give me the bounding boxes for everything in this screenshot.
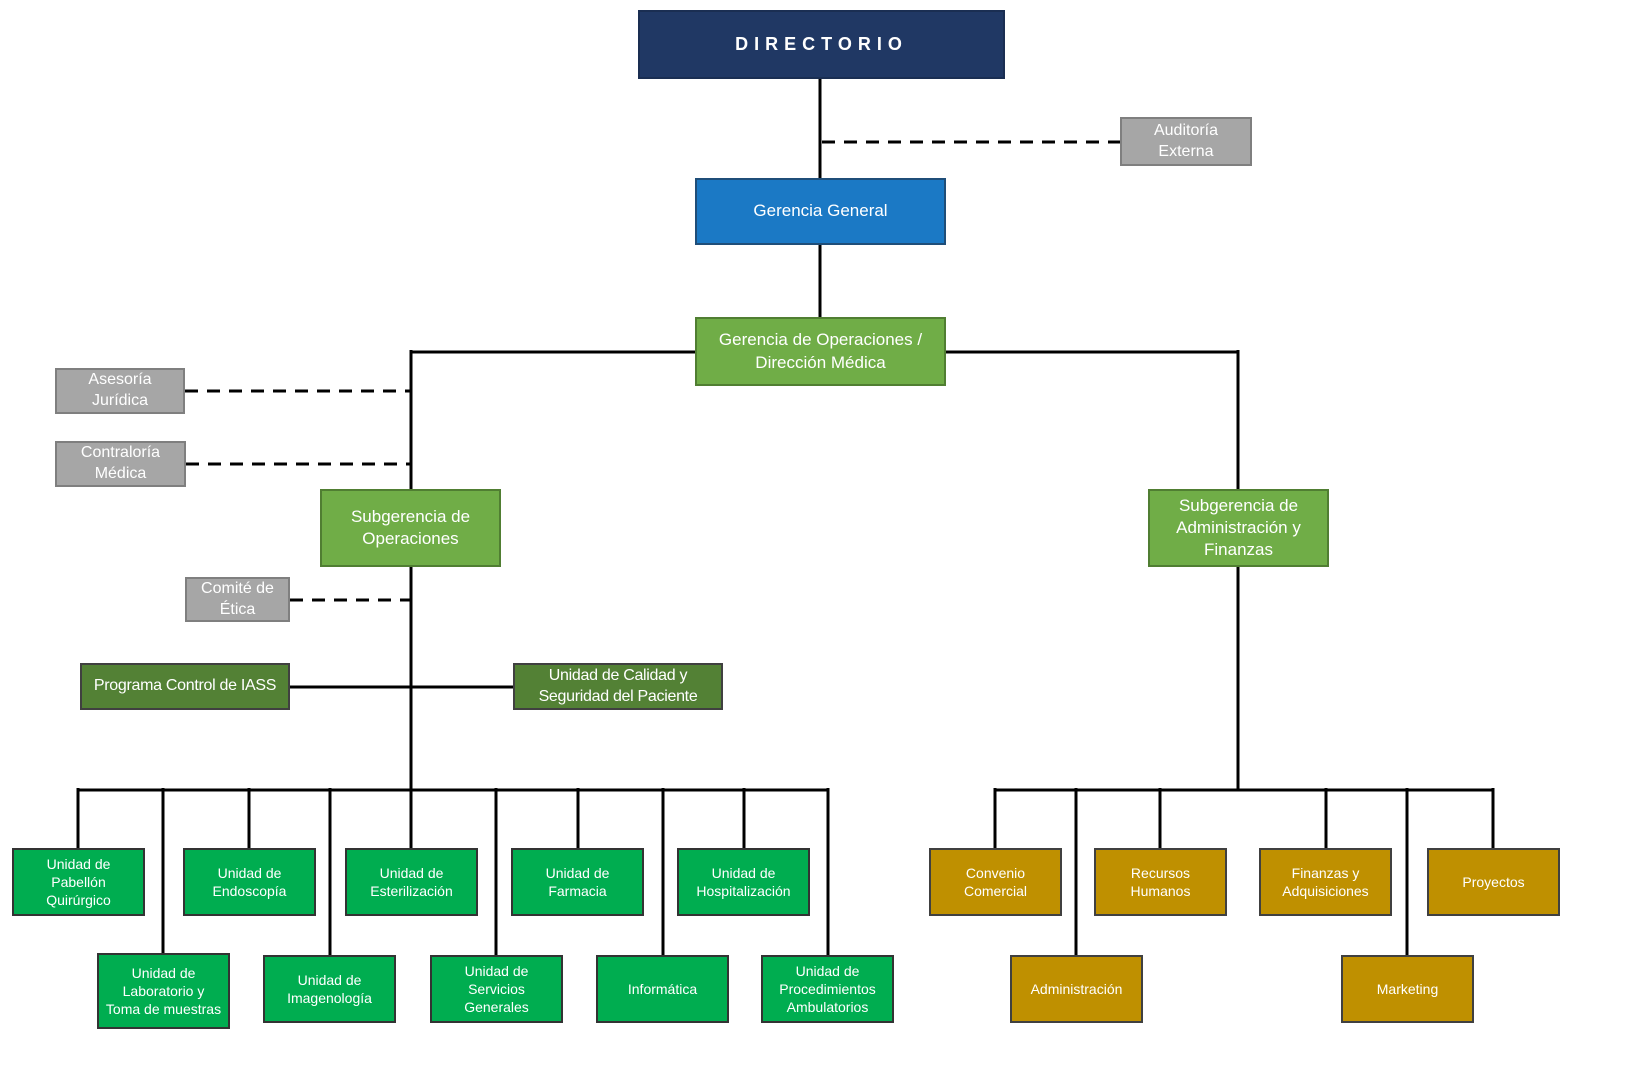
node-unidad-hospitalizacion: Unidad de Hospitalización [677, 848, 810, 916]
node-comite-etica: Comité de Ética [185, 577, 290, 622]
node-directorio: DIRECTORIO [638, 10, 1005, 79]
node-recursos-humanos: Recursos Humanos [1094, 848, 1227, 916]
node-unidad-pabellon: Unidad de Pabellón Quirúrgico [12, 848, 145, 916]
node-finanzas-adquisiciones: Finanzas y Adquisiciones [1259, 848, 1392, 916]
node-administracion: Administración [1010, 955, 1143, 1023]
node-convenio-comercial: Convenio Comercial [929, 848, 1062, 916]
node-unidad-endoscopia: Unidad de Endoscopía [183, 848, 316, 916]
node-unidad-calidad: Unidad de Calidad y Seguridad del Pacien… [513, 663, 723, 710]
node-unidad-esterilizacion: Unidad de Esterilización [345, 848, 478, 916]
node-contraloria-medica: Contraloría Médica [55, 441, 186, 487]
node-asesoria-juridica: Asesoría Jurídica [55, 368, 185, 414]
node-unidad-laboratorio: Unidad de Laboratorio y Toma de muestras [97, 953, 230, 1029]
node-auditoria-externa: Auditoría Externa [1120, 117, 1252, 166]
node-proyectos: Proyectos [1427, 848, 1560, 916]
node-informatica: Informática [596, 955, 729, 1023]
node-subgerencia-operaciones: Subgerencia de Operaciones [320, 489, 501, 567]
node-gerencia-operaciones: Gerencia de Operaciones / Dirección Médi… [695, 317, 946, 386]
node-unidad-imagenologia: Unidad de Imagenología [263, 955, 396, 1023]
node-subgerencia-admin-finanzas: Subgerencia de Administración y Finanzas [1148, 489, 1329, 567]
node-unidad-farmacia: Unidad de Farmacia [511, 848, 644, 916]
node-unidad-servicios: Unidad de Servicios Generales [430, 955, 563, 1023]
node-marketing: Marketing [1341, 955, 1474, 1023]
node-unidad-procedimientos: Unidad de Procedimientos Ambulatorios [761, 955, 894, 1023]
node-programa-iass: Programa Control de IASS [80, 663, 290, 710]
node-gerencia-general: Gerencia General [695, 178, 946, 245]
